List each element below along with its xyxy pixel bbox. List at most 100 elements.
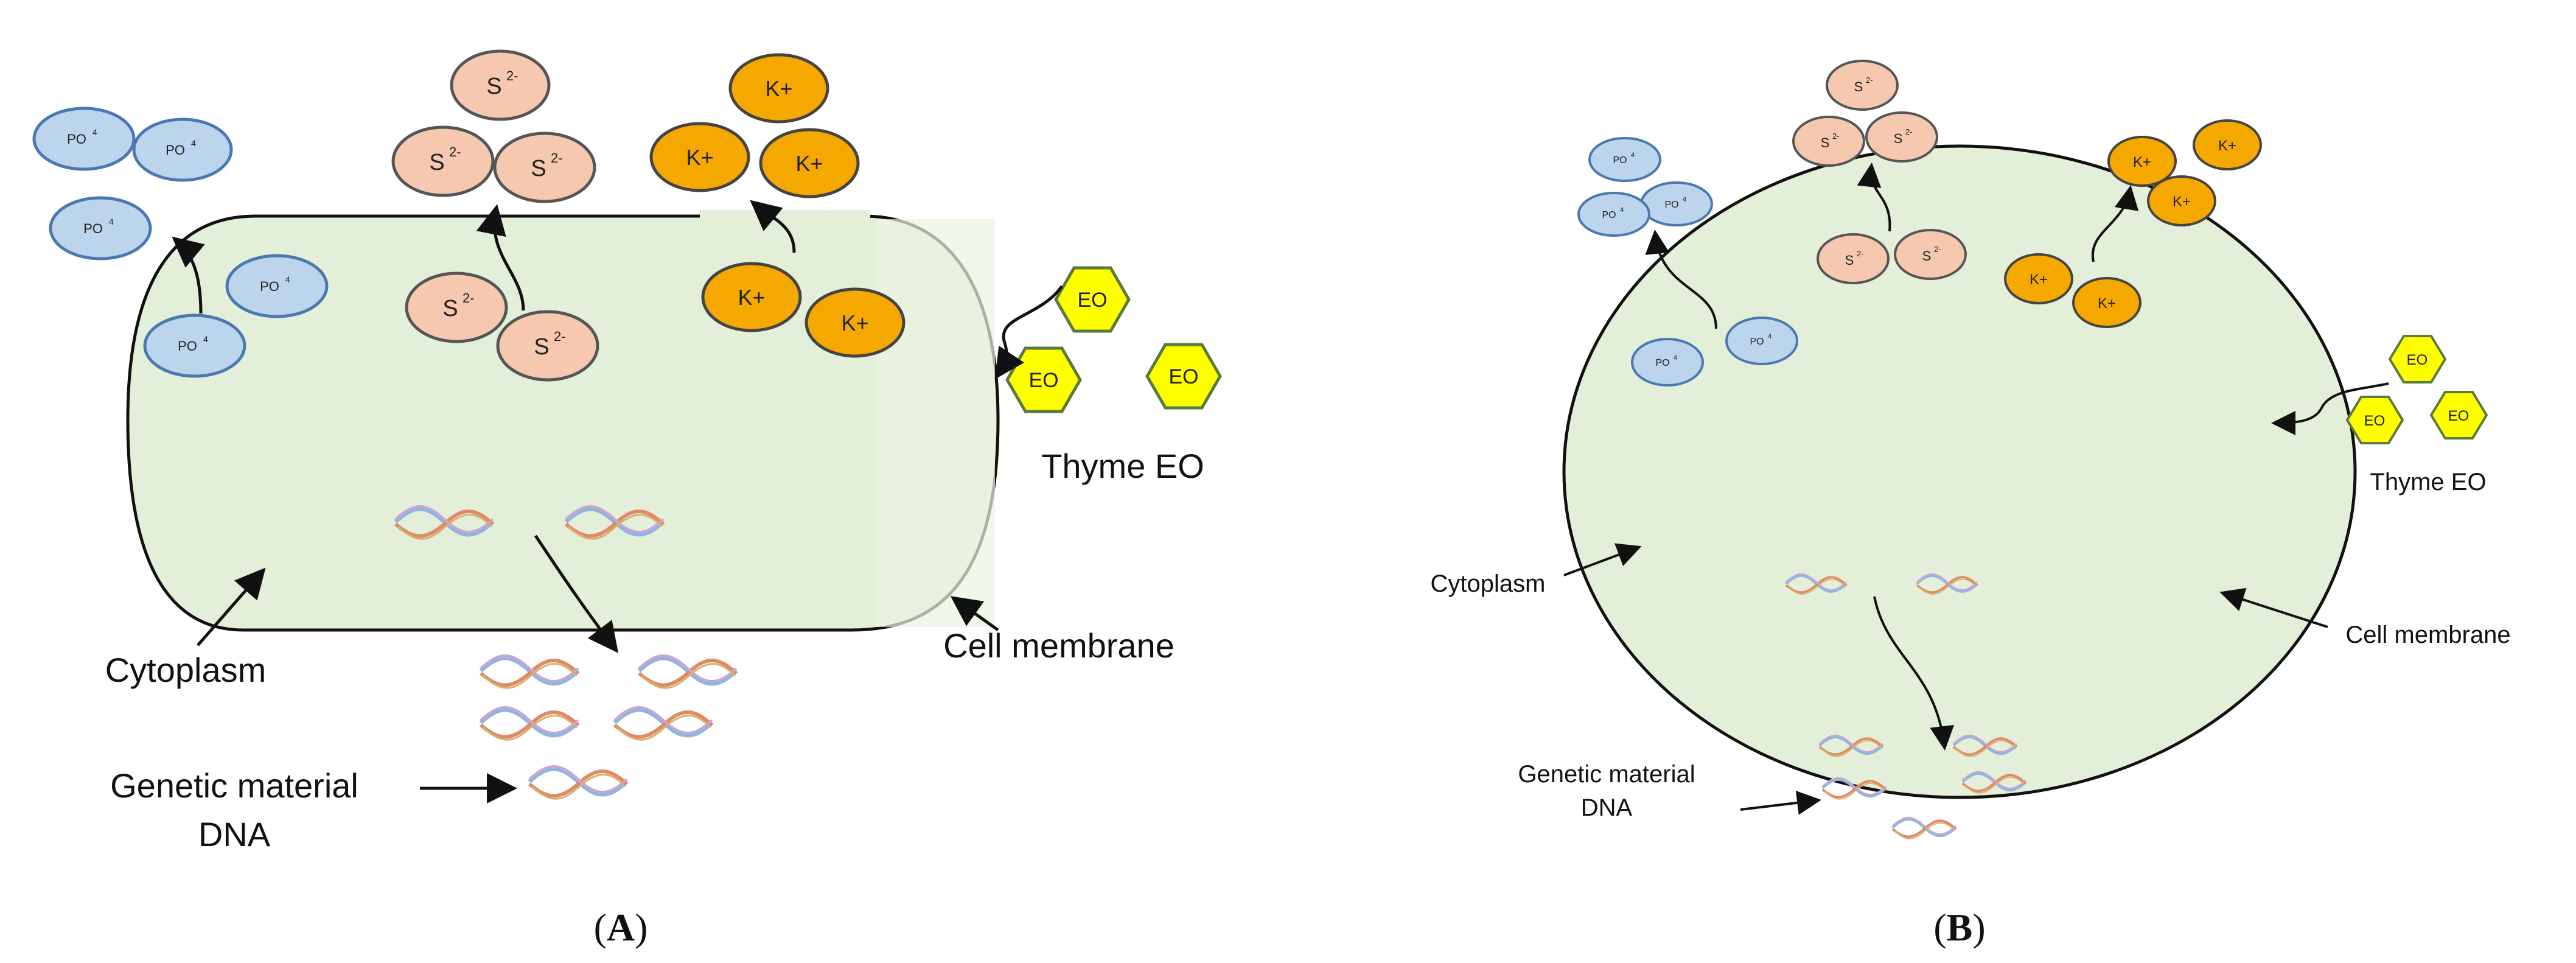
ion-label: K+: [2133, 154, 2151, 170]
ion-superscript: 4: [285, 275, 290, 284]
potassium-ion: K+: [2147, 175, 2216, 226]
ion-label: S: [429, 150, 444, 175]
ion-superscript: 2-: [449, 144, 461, 159]
ion-label: K+: [686, 145, 713, 170]
phosphate-ion: PO 4: [1640, 181, 1713, 226]
ion-superscript: 2-: [1905, 127, 1913, 136]
dna-label: DNA: [198, 815, 271, 853]
efflux-arrow-icon: [1645, 229, 1717, 329]
ion-superscript: 4: [1683, 196, 1686, 203]
ion-label: PO: [1655, 358, 1669, 368]
pointer-arrow-icon: [950, 596, 999, 632]
ion-label: S: [1854, 79, 1863, 94]
pointer-arrow-icon: [2219, 587, 2328, 628]
dna-strand-icon: [481, 707, 578, 740]
ion-label: K+: [795, 151, 823, 176]
panel-a: PO 4 PO 4 PO 4 PO 4 PO 4 S 2-: [32, 49, 1222, 949]
phosphate-ion: PO 4: [225, 254, 329, 318]
phosphate-ion: PO 4: [32, 107, 136, 171]
potassium-ion: K+: [2193, 119, 2262, 170]
eo-attack-arrow-icon: [2271, 382, 2389, 435]
ion-label: K+: [765, 76, 792, 101]
eo-label: EO: [1028, 369, 1058, 392]
dna-strand-icon: [1893, 818, 1956, 839]
phosphate-ion: PO 4: [1631, 338, 1704, 387]
ion-superscript: 4: [1631, 152, 1635, 159]
ion-label: S: [1922, 248, 1932, 264]
essential-oil-molecule: EO: [1005, 346, 1082, 413]
ion-superscript: 4: [92, 127, 97, 137]
ion-superscript: 2-: [1934, 245, 1941, 254]
ion-label: S: [1894, 131, 1903, 146]
phosphate-ion: PO 4: [143, 313, 246, 378]
ion-label: K+: [2098, 295, 2116, 312]
efflux-arrow-icon: [172, 236, 205, 314]
ion-superscript: 4: [1620, 206, 1624, 214]
dna-strand-icon: [615, 707, 712, 740]
ion-label: S: [531, 156, 546, 181]
essential-oil-molecule: EO: [1145, 343, 1222, 410]
ion-label: PO: [83, 221, 103, 236]
ion-label: PO: [1602, 210, 1616, 220]
ion-label: K+: [2173, 194, 2191, 210]
dna-label: DNA: [1581, 794, 1633, 821]
dna-leak-arrow-icon: [534, 534, 619, 653]
sulfide-ion: S 2-: [450, 49, 551, 121]
potassium-ion: K+: [2107, 136, 2177, 187]
potassium-ion: K+: [759, 128, 860, 198]
membrane-break: [700, 210, 870, 219]
pointer-arrow-icon: [1740, 790, 1821, 815]
phosphate-ion: PO 4: [132, 117, 233, 182]
thyme-eo-label: Thyme EO: [1041, 447, 1204, 485]
essential-oil-molecule: EO: [2345, 396, 2404, 444]
ion-superscript: 4: [109, 217, 114, 226]
ion-superscript: 2-: [551, 150, 563, 166]
thyme-eo-label: Thyme EO: [2370, 469, 2486, 496]
eo-attack-arrow-icon: [994, 285, 1064, 380]
potassium-ion: K+: [701, 262, 802, 332]
eo-label: EO: [1168, 365, 1198, 388]
eo-label: EO: [2364, 413, 2386, 429]
dna-strand-icon: [529, 766, 627, 799]
cell-membrane-label: Cell membrane: [2345, 622, 2510, 648]
sulfide-ion: S 2-: [1792, 116, 1865, 167]
ion-superscript: 2-: [1857, 249, 1864, 258]
phosphate-ion: PO 4: [1577, 192, 1650, 237]
pointer-arrow-icon: [197, 567, 266, 646]
sulfide-ion: S 2-: [405, 271, 508, 343]
phosphate-ion: PO 4: [49, 196, 152, 261]
ion-superscript: 4: [191, 138, 196, 148]
efflux-arrow-icon: [476, 204, 525, 311]
ion-label: S: [534, 334, 549, 360]
essential-oil-molecule: EO: [2388, 335, 2447, 383]
ion-label: K+: [841, 310, 868, 335]
membrane-damage-region: [876, 219, 995, 627]
ion-superscript: 2-: [462, 290, 475, 306]
ion-label: PO: [166, 142, 185, 158]
sulfide-ion: S 2-: [391, 125, 495, 197]
panel-b: PO 4 PO 4 PO 4 PO 4 PO 4 S 2-: [1431, 60, 2511, 949]
ion-superscript: 2-: [1832, 131, 1840, 141]
eo-label: EO: [2407, 352, 2428, 368]
potassium-ion: K+: [2004, 253, 2073, 304]
dna-leak-arrow-icon: [1873, 596, 1955, 751]
efflux-arrow-icon: [2091, 185, 2139, 262]
cell-body-b: [1562, 144, 2357, 799]
ion-label: PO: [178, 338, 197, 354]
ion-label: K+: [738, 285, 765, 310]
cell-membrane-label: Cell membrane: [943, 626, 1175, 665]
ion-label: PO: [1750, 337, 1764, 347]
cytoplasm-label: Cytoplasm: [1431, 570, 1546, 597]
ion-label: PO: [1664, 200, 1678, 210]
ion-label: K+: [2218, 138, 2236, 154]
ion-label: K+: [2030, 271, 2048, 288]
ion-superscript: 4: [203, 334, 208, 344]
efflux-arrow-icon: [750, 200, 796, 253]
essential-oil-molecule: EO: [2429, 391, 2488, 439]
phosphate-ion: PO 4: [1588, 137, 1661, 182]
ion-label: PO: [260, 279, 279, 294]
efflux-arrow-icon: [1857, 163, 1891, 232]
genetic-material-label: Genetic material: [110, 766, 358, 805]
cytoplasm-label: Cytoplasm: [105, 651, 267, 689]
